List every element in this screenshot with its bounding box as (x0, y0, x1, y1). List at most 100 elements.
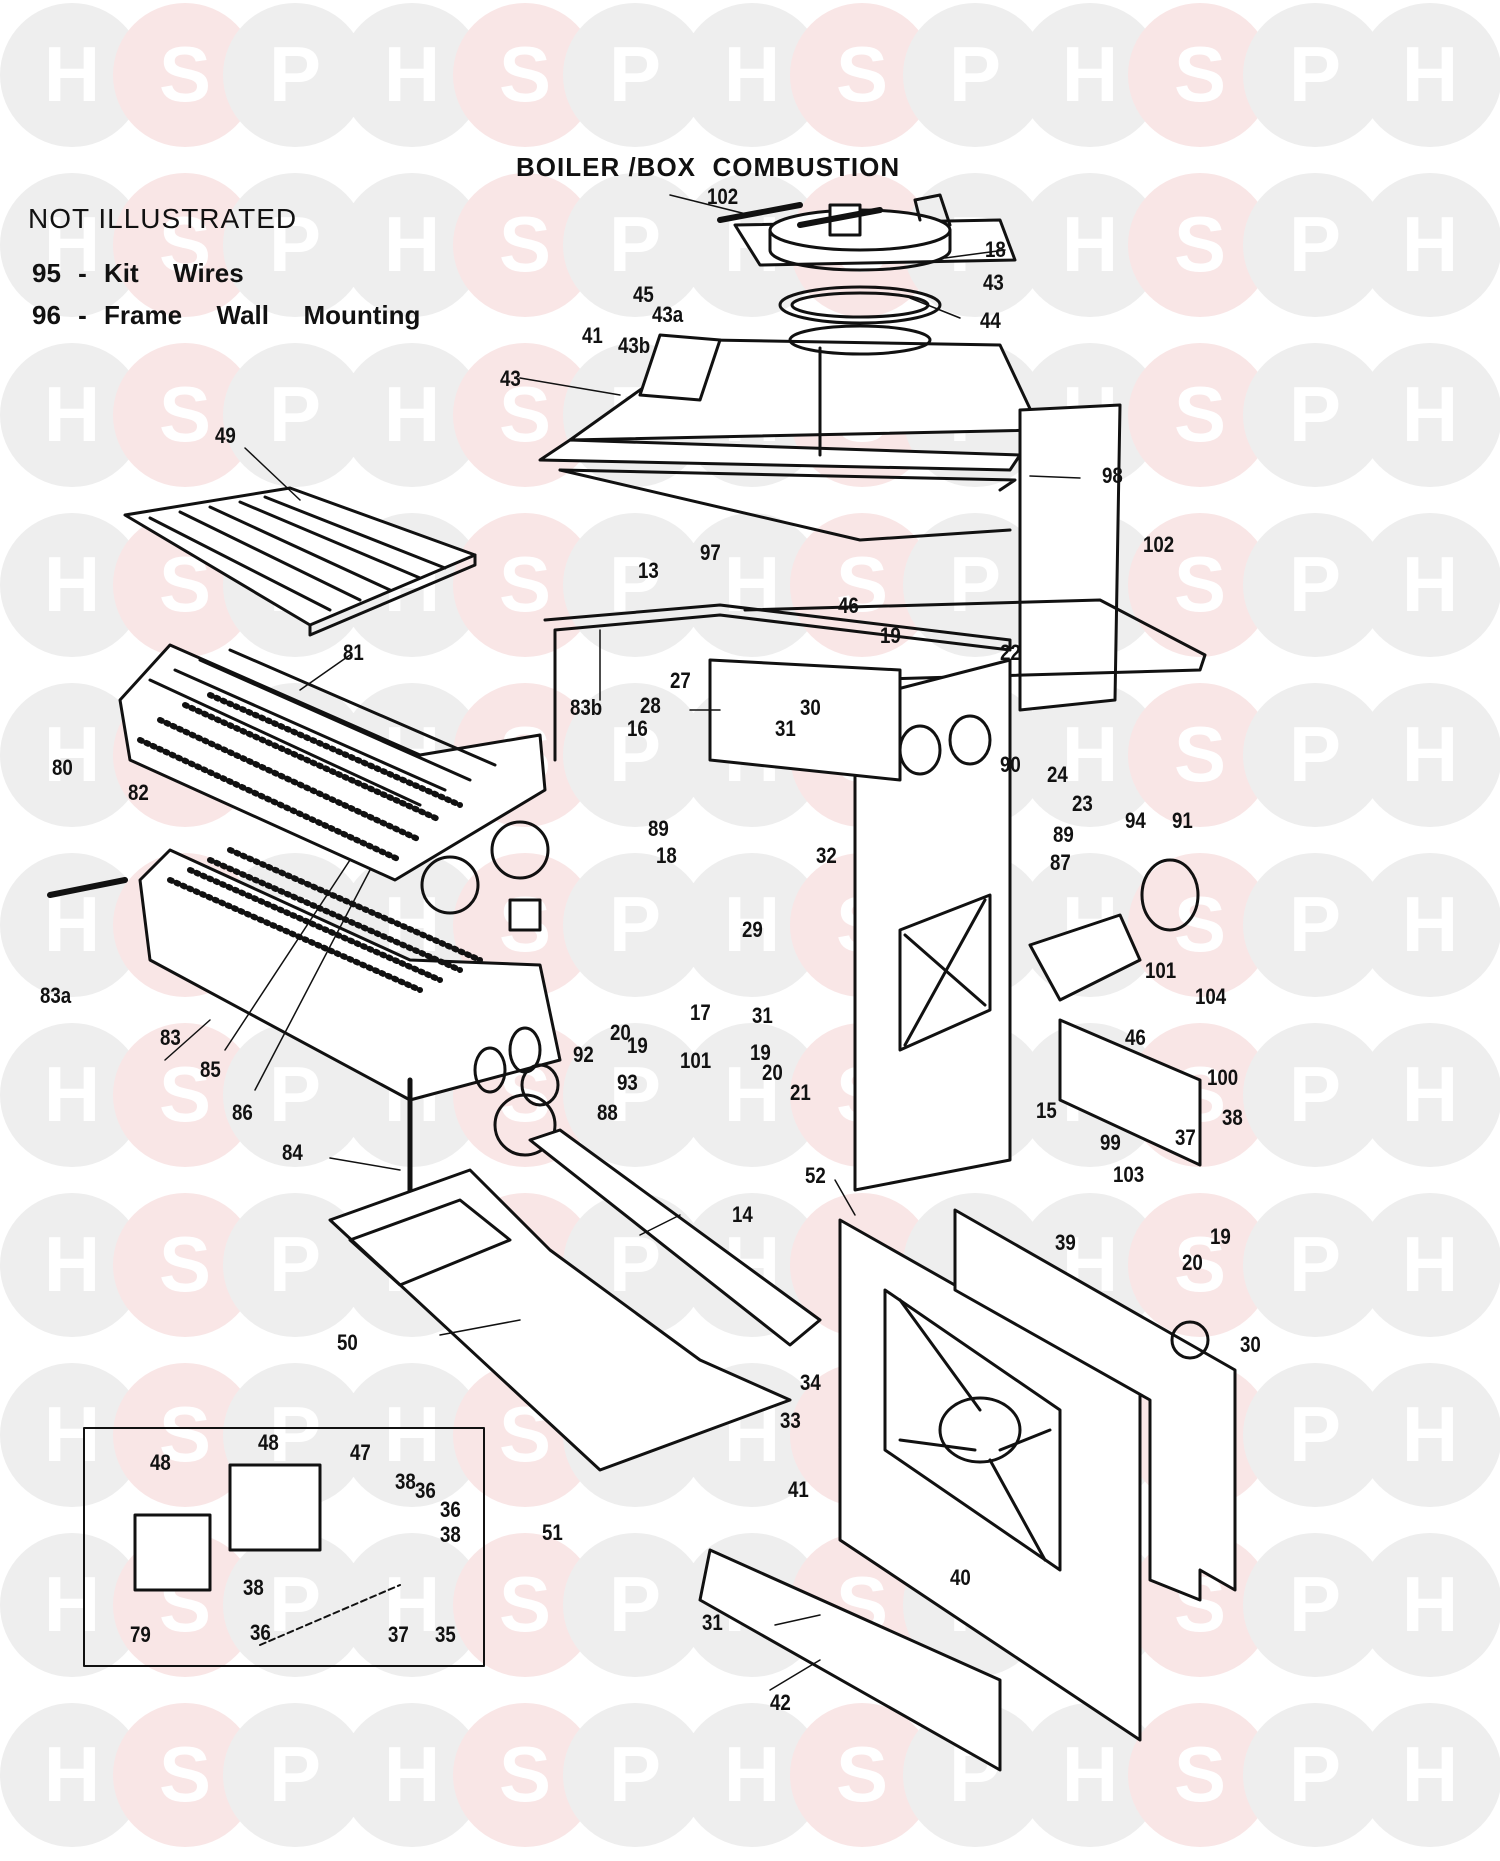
part-label-83: 83 (160, 1025, 181, 1050)
watermark-letter: S (836, 30, 888, 118)
watermark-circle (0, 173, 144, 317)
watermark-circle (1128, 513, 1272, 657)
watermark-letter: H (44, 1050, 100, 1138)
watermark-letter: P (269, 1730, 321, 1818)
part-label-32: 32 (816, 843, 837, 868)
watermark-letter: S (1174, 1220, 1226, 1308)
part-label-48-a: 48 (258, 1430, 279, 1455)
watermark-letter: P (1289, 880, 1341, 968)
part-label-93: 93 (617, 1070, 638, 1095)
part-label-52: 52 (805, 1163, 826, 1188)
watermark-letter: S (1174, 1730, 1226, 1818)
watermark-circle (1358, 173, 1500, 317)
watermark-letter: H (384, 1390, 440, 1478)
part-label-19-top: 19 (880, 623, 901, 648)
part-label-89-left: 89 (648, 816, 669, 841)
watermark-circle (340, 1703, 484, 1847)
watermark-circle (1018, 3, 1162, 147)
watermark-circle (1128, 1193, 1272, 1337)
part-label-18-top: 18 (985, 237, 1006, 262)
watermark-circle (340, 3, 484, 147)
part-label-41-top: 41 (582, 323, 603, 348)
watermark-letter: H (1402, 200, 1458, 288)
watermark-letter: P (1289, 710, 1341, 798)
part-label-100: 100 (1207, 1065, 1239, 1090)
watermark-circle (1358, 683, 1500, 827)
watermark-circle (1243, 1193, 1387, 1337)
part-label-31-bottom: 31 (702, 1610, 723, 1635)
part-label-24: 24 (1047, 762, 1068, 787)
watermark-letter: H (1402, 540, 1458, 628)
part-label-19-low: 19 (750, 1040, 771, 1065)
watermark-letter: S (499, 1730, 551, 1818)
watermark-circle (1018, 1703, 1162, 1847)
watermark-letter: S (499, 1560, 551, 1648)
watermark-circle (903, 513, 1047, 657)
watermark-letter: H (724, 30, 780, 118)
watermark-letter: P (269, 1050, 321, 1138)
part-label-36-inset-c: 36 (250, 1620, 271, 1645)
watermark-circle (1243, 3, 1387, 147)
watermark-letter: P (609, 1560, 661, 1648)
watermark-circle (0, 513, 144, 657)
watermark-letter: H (44, 200, 100, 288)
back-panel-part (1018, 403, 1122, 712)
watermark-circle (223, 173, 367, 317)
part-label-38-inset-c: 38 (243, 1575, 264, 1600)
watermark-letter: P (269, 1390, 321, 1478)
part-label-48-b: 48 (150, 1450, 171, 1475)
part-label-87: 87 (1050, 850, 1071, 875)
part-label-15: 15 (1036, 1098, 1057, 1123)
watermark-letter: S (159, 1390, 211, 1478)
watermark-circle (0, 1023, 144, 1167)
part-label-88: 88 (597, 1100, 618, 1125)
watermark-circle (1128, 683, 1272, 827)
part-label-46-top: 46 (838, 593, 859, 618)
watermark-letter: P (269, 30, 321, 118)
watermark-letter: S (1174, 540, 1226, 628)
not-illustrated-item-96: 96 - Frame Wall Mounting (32, 300, 421, 330)
watermark-letter: S (836, 540, 888, 628)
watermark-circle (223, 1703, 367, 1847)
watermark-circle (563, 1533, 707, 1677)
watermark-circle (223, 1193, 367, 1337)
part-label-27: 27 (670, 668, 691, 693)
watermark-circle (453, 1533, 597, 1677)
part-label-17: 17 (690, 1000, 711, 1025)
part-label-94: 94 (1125, 808, 1146, 833)
part-label-80: 80 (52, 755, 73, 780)
watermark-circle (1243, 853, 1387, 997)
watermark-circle (1128, 3, 1272, 147)
watermark-circle (453, 173, 597, 317)
part-label-46-right: 46 (1125, 1025, 1146, 1050)
part-label-43a: 43a (652, 302, 684, 327)
terminal-block-inset (83, 1427, 485, 1667)
watermark-circle (0, 1533, 144, 1677)
part-label-42: 42 (770, 1690, 791, 1715)
watermark-circle (0, 343, 144, 487)
part-label-22: 22 (1000, 640, 1021, 665)
watermark-letter: H (724, 1730, 780, 1818)
watermark-circle (1358, 343, 1500, 487)
watermark-circle (340, 1363, 484, 1507)
baffle-plate (708, 658, 902, 782)
part-label-39: 39 (1055, 1230, 1076, 1255)
watermark-letter: H (384, 30, 440, 118)
watermark-letter: H (384, 200, 440, 288)
part-label-85: 85 (200, 1057, 221, 1082)
watermark-circle (113, 1703, 257, 1847)
part-label-43b: 43b (618, 333, 651, 358)
part-label-36-inset-a: 36 (415, 1478, 436, 1503)
part-label-45: 45 (633, 282, 654, 307)
part-label-35: 35 (435, 1622, 456, 1647)
watermark-circle (113, 1023, 257, 1167)
watermark-circle (1128, 343, 1272, 487)
part-label-37-inset: 37 (388, 1622, 409, 1647)
part-label-31-mid: 31 (775, 716, 796, 741)
watermark-letter: P (269, 1560, 321, 1648)
watermark-circle (563, 683, 707, 827)
watermark-circle (790, 513, 934, 657)
watermark-circle (680, 1023, 824, 1167)
watermark-circle (1128, 173, 1272, 317)
part-label-83a: 83a (40, 983, 72, 1008)
